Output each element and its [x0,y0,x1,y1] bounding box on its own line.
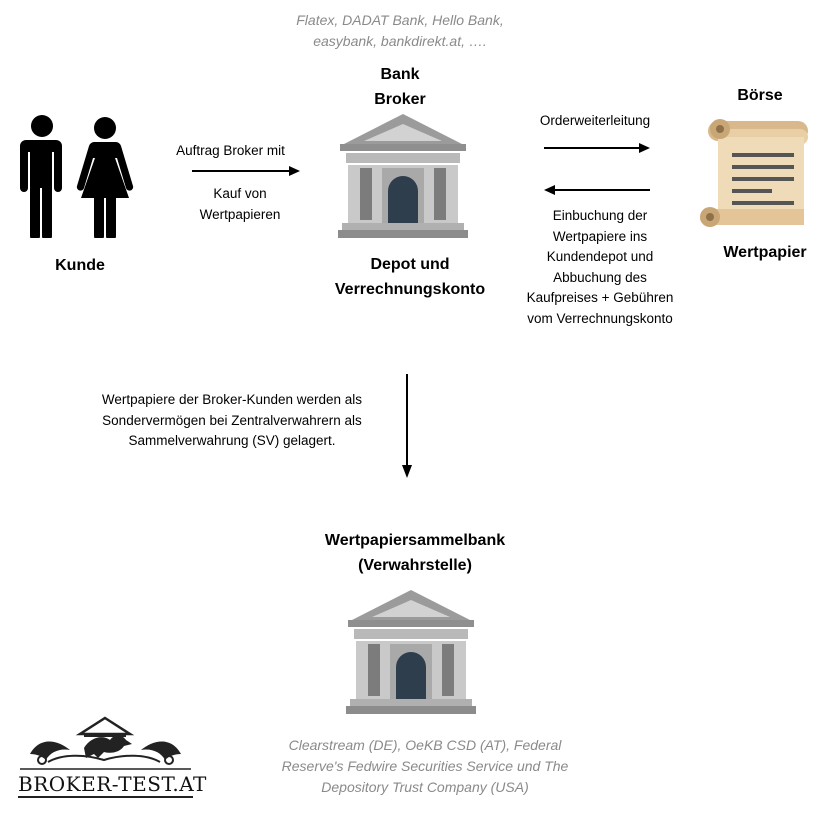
logo-text: BROKER-TEST.AT [18,772,207,796]
booking-text: Einbuchung der Wertpapiere ins Kundendep… [510,206,690,329]
forwarding-arrow-right [544,141,654,155]
depot-label: Depot und Verrechnungskonto [310,252,510,302]
bank-building-icon [338,110,468,240]
order-text-wertpapieren: Wertpapieren [199,206,281,222]
csd-title: Wertpapiersammelbank (Verwahrstelle) [295,528,535,578]
depot-line-2: Verrechnungskonto [334,281,486,298]
customer-label: Kunde [55,257,105,274]
csd-examples: Clearstream (DE), OeKB CSD (AT), Federal… [265,735,585,798]
broker-examples-note: Flatex, DADAT Bank, Hello Bank, easybank… [250,10,550,52]
booking-line-6: vom Verrechnungskonto [527,310,673,326]
order-arrow-right [192,164,302,178]
booking-line-2: Wertpapiere ins [552,228,648,244]
bank-broker-title: Bank Broker [330,62,470,112]
csd-title-line-2: (Verwahrstelle) [358,557,472,574]
booking-line-1: Einbuchung der [552,208,648,223]
order-text-kauf: Kauf von [213,186,267,201]
booking-line-3: Kundendepot und [546,249,654,264]
bank-title-line: Bank [380,66,420,83]
custody-line-3: Sammelverwahrung (SV) gelagert. [128,433,336,448]
csd-bank-building-icon [346,586,476,716]
order-forwarding-label: Orderweiterleitung [539,113,651,128]
exchange-label: Börse [737,87,783,104]
broker-test-logo: BROKER-TEST.AT [18,712,207,798]
broker-examples-line-2: easybank, bankdirekt.at, …. [313,33,487,49]
custody-line-1: Wertpapiere der Broker-Kunden werden als [101,392,363,407]
security-label: Wertpapier [723,244,807,261]
logo-underline [18,796,193,798]
broker-examples-line-1: Flatex, DADAT Bank, Hello Bank, [296,12,504,28]
broker-title-line: Broker [374,91,426,108]
order-text-top: Auftrag Broker mit [176,143,285,158]
custody-line-2: Sondervermögen bei Zentralverwahrern als [102,412,362,428]
depot-line-1: Depot und [370,256,450,273]
customer-couple-icon [12,114,136,238]
booking-arrow-left [544,183,654,197]
csd-examples-line-2: Reserve's Fedwire Securities Service und… [281,758,569,774]
csd-title-line-1: Wertpapiersammelbank [324,532,506,549]
booking-line-5: Kaufpreises + Gebühren [526,290,674,305]
booking-line-4: Abbuchung des [553,269,647,285]
csd-examples-line-3: Depository Trust Company (USA) [321,779,529,795]
custody-text: Wertpapiere der Broker-Kunden werden als… [82,390,382,452]
csd-examples-line-1: Clearstream (DE), OeKB CSD (AT), Federal [288,737,562,753]
custody-arrow-down [400,374,414,480]
logo-emblem-icon [20,716,191,770]
order-text-bottom: Kauf von Wertpapieren [180,184,300,225]
security-scroll-icon [698,115,816,233]
